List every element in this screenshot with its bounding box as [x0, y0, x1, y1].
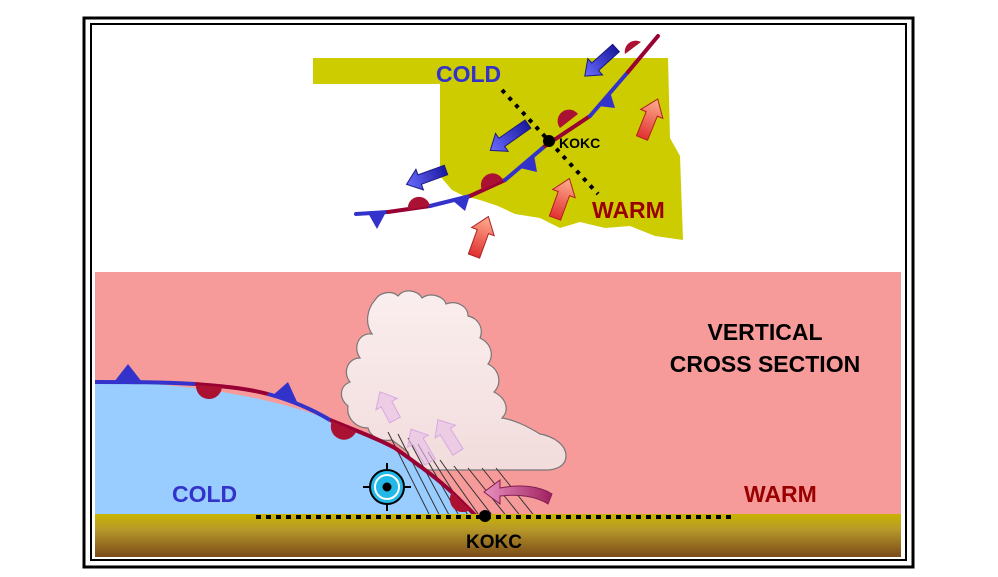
warm-inflow-arrow-icon [483, 479, 553, 505]
cumulonimbus-cloud-icon [340, 290, 567, 471]
warm-front-semicircle-icon [407, 40, 641, 210]
cross-section-warm-label: WARM [744, 481, 817, 507]
cold-front-triangle-icon [368, 92, 615, 229]
radar-station-icon [363, 463, 411, 511]
station-dot-icon [543, 135, 555, 147]
cold-front-triangle-icon [114, 364, 298, 404]
map-warm-label: WARM [592, 197, 665, 223]
warm-air-arrow-icon [467, 98, 664, 259]
map-cold-label: COLD [436, 61, 501, 87]
cross-section-title-line2: CROSS SECTION [670, 351, 860, 377]
rising-air-arrow-icon [375, 391, 464, 466]
station-dot-icon [479, 510, 491, 522]
cold-air-arrow-icon [405, 43, 621, 191]
cross-section-title-line1: VERTICAL [708, 319, 823, 345]
cross-section-cold-label: COLD [172, 481, 237, 507]
ground-surface [95, 514, 901, 557]
oklahoma-map: KOKC COLD WARM [313, 34, 683, 259]
cross-section [95, 272, 901, 557]
cross-section-station-label: KOKC [466, 532, 522, 553]
warm-front-semicircle-icon [195, 385, 470, 513]
map-station-label: KOKC [559, 135, 600, 151]
